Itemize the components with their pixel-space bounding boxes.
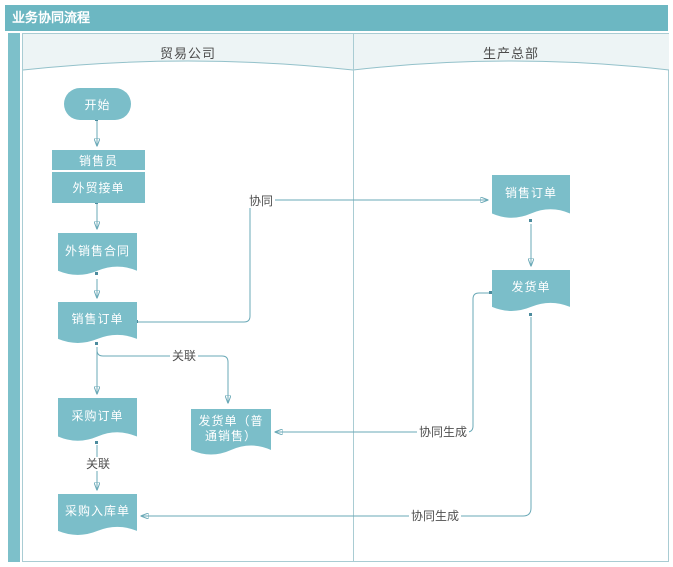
node-label: 采购订单 (71, 409, 124, 423)
diagram-title: 业务协同流程 (5, 5, 668, 31)
document-shape (191, 409, 271, 455)
lane-header-trading-company: 贸易公司 (23, 34, 353, 74)
edge-label-collaborate: 协同 (247, 194, 276, 208)
node-label: 采购入库单 (64, 504, 130, 518)
phase-strip (8, 33, 20, 562)
document-shape (58, 398, 137, 441)
lane-title: 贸易公司 (159, 46, 216, 61)
node-label: 外销售合同 (64, 243, 130, 258)
node-purchase-inbound[interactable]: 采购入库单 (58, 494, 137, 539)
document-shape (58, 233, 137, 275)
connection-point (529, 219, 532, 222)
connection-point (95, 272, 98, 275)
node-export-sales-contract[interactable]: 外销售合同 (58, 233, 137, 279)
node-sales-order-right[interactable]: 销售订单 (492, 175, 570, 222)
document-shape (492, 270, 570, 311)
lane-header-curve (23, 34, 353, 71)
edge-label-collab-generate-2: 协同生成 (409, 509, 462, 523)
node-label: 发货单（普通销售） (198, 414, 264, 443)
node-purchase-order[interactable]: 采购订单 (58, 398, 137, 445)
node-label: 销售员 (78, 153, 118, 168)
document-shape (492, 175, 570, 218)
edge-label-associate-2: 关联 (84, 457, 113, 471)
document-shape (58, 302, 137, 343)
connection-point (95, 441, 98, 444)
lane-header-production-hq: 生产总部 (353, 34, 669, 74)
node-label: 销售订单 (504, 186, 557, 200)
lane-divider (353, 34, 354, 561)
node-delivery-note-right[interactable]: 发货单 (492, 270, 570, 315)
node-label: 外贸接单 (72, 181, 125, 195)
connection-point (95, 342, 98, 345)
connection-point (529, 313, 532, 316)
connection-point (489, 291, 492, 294)
document-shape (58, 494, 137, 535)
node-sales-order-left[interactable]: 销售订单 (58, 302, 137, 347)
node-label: 开始 (84, 97, 111, 112)
node-label: 发货单 (511, 280, 551, 294)
node-salesperson[interactable]: 销售员 (52, 150, 145, 170)
node-foreign-trade-order[interactable]: 外贸接单 (52, 172, 145, 203)
node-start[interactable]: 开始 (64, 88, 131, 120)
lane-header-curve (353, 34, 669, 71)
edge-label-collab-generate-1: 协同生成 (417, 425, 470, 439)
lane-title: 生产总部 (482, 46, 539, 61)
edge-label-associate-1: 关联 (170, 349, 199, 363)
node-label: 销售订单 (71, 312, 124, 326)
node-delivery-note-normal-sales[interactable]: 发货单（普通销售） (191, 409, 271, 459)
